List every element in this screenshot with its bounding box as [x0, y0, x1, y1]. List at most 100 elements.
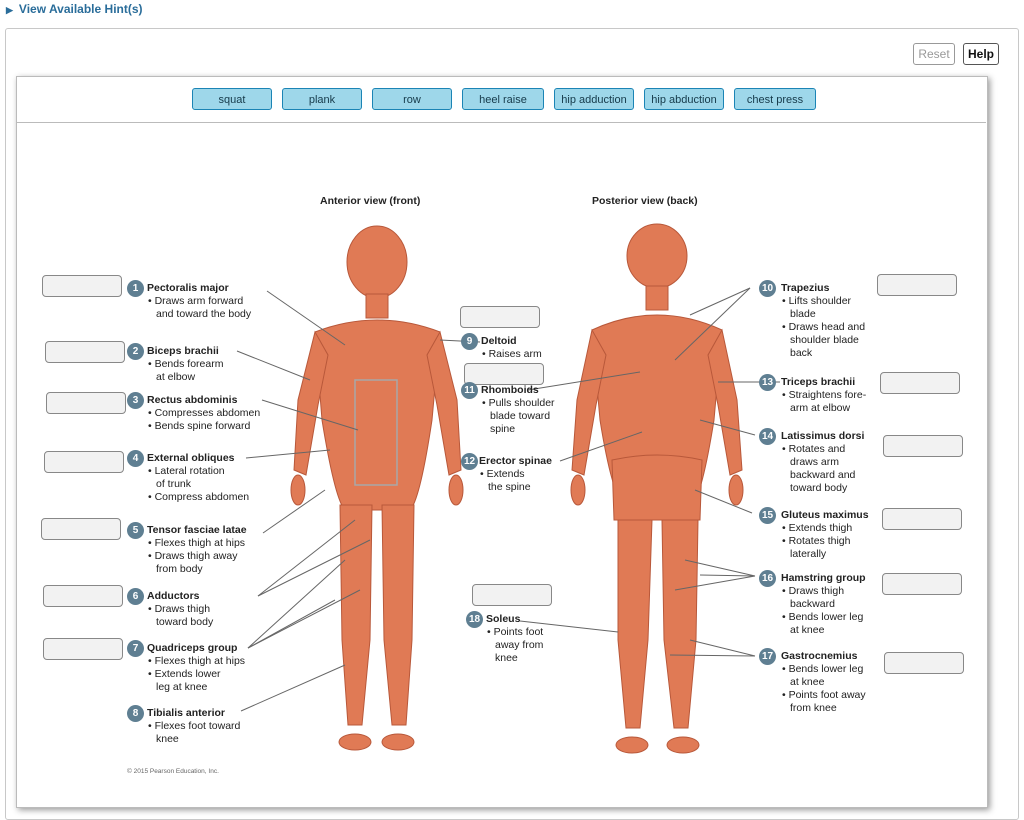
muscle-detail: blade toward [490, 410, 551, 422]
muscle-detail: toward body [156, 616, 214, 628]
badge-6: 6 [127, 588, 144, 605]
drop-target-4[interactable] [44, 451, 124, 473]
muscle-detail: • Lateral rotation [148, 465, 225, 477]
drop-target-9[interactable] [460, 306, 540, 328]
drop-target-7[interactable] [43, 638, 123, 660]
muscle-label-15: Gluteus maximus • Extends thigh • Rotate… [781, 509, 869, 561]
muscle-detail: • Draws thigh away [148, 550, 238, 562]
badge-18: 18 [466, 611, 483, 628]
muscle-name: Deltoid [481, 335, 517, 347]
drop-target-13[interactable] [880, 372, 960, 394]
caret-right-icon: ▶ [6, 5, 13, 15]
muscle-detail: leg at knee [156, 681, 208, 693]
muscle-label-11: Rhomboids • Pulls shoulder blade toward … [481, 384, 555, 436]
anterior-view-title: Anterior view (front) [320, 195, 421, 207]
muscle-label-6: Adductors • Draws thigh toward body [147, 590, 213, 629]
reset-button[interactable]: Reset [913, 43, 955, 65]
muscle-detail: • Straightens fore- [782, 389, 867, 401]
drop-target-10[interactable] [877, 274, 957, 296]
badge-10: 10 [759, 280, 776, 297]
chip-heel-raise[interactable]: heel raise [462, 88, 544, 110]
badge-17: 17 [759, 648, 776, 665]
chip-plank[interactable]: plank [282, 88, 362, 110]
muscle-label-2: Biceps brachii • Bends forearm at elbow [147, 345, 223, 384]
muscle-name: Soleus [486, 613, 521, 625]
muscle-detail: away from [495, 639, 544, 651]
drop-target-11[interactable] [464, 363, 544, 385]
muscle-name: Tensor fasciae latae [147, 524, 247, 536]
muscle-detail: • Rotates and [782, 443, 846, 455]
muscle-detail: • Pulls shoulder [482, 397, 555, 409]
muscle-detail: • Points foot away [782, 689, 866, 701]
muscle-detail: • Extends lower [148, 668, 221, 680]
muscle-detail: at elbow [156, 371, 196, 383]
muscle-detail: blade [790, 308, 816, 320]
help-button[interactable]: Help [963, 43, 999, 65]
drop-target-1[interactable] [42, 275, 122, 297]
muscle-detail: • Points foot [487, 626, 544, 638]
muscle-detail: from knee [790, 702, 837, 714]
drop-target-14[interactable] [883, 435, 963, 457]
muscle-detail: • Bends lower leg [782, 611, 864, 623]
muscle-name: Pectoralis major [147, 282, 229, 294]
muscle-name: Hamstring group [781, 572, 866, 584]
muscle-detail: • Lifts shoulder [782, 295, 852, 307]
badge-13: 13 [759, 374, 776, 391]
muscle-detail: • Compresses abdomen [148, 407, 261, 419]
muscle-label-10: Trapezius • Lifts shoulder blade • Draws… [781, 282, 865, 360]
muscle-detail: backward [790, 598, 835, 610]
labeling-canvas [16, 76, 988, 808]
drop-target-6[interactable] [43, 585, 123, 607]
muscle-detail: back [790, 347, 813, 359]
chip-row[interactable]: row [372, 88, 452, 110]
muscle-detail: • Rotates thigh [782, 535, 851, 547]
drop-target-18[interactable] [472, 584, 552, 606]
muscle-name: Trapezius [781, 282, 830, 294]
badge-7: 7 [127, 640, 144, 657]
chip-hip-abduction[interactable]: hip abduction [644, 88, 724, 110]
badge-3: 3 [127, 392, 144, 409]
muscle-name: Gluteus maximus [781, 509, 869, 521]
muscle-detail: • Extends [480, 468, 525, 480]
drop-target-5[interactable] [41, 518, 121, 540]
muscle-name: Erector spinae [479, 455, 552, 467]
chip-squat[interactable]: squat [192, 88, 272, 110]
muscle-detail: toward body [790, 482, 848, 494]
muscle-detail: • Draws thigh [782, 585, 845, 597]
muscle-detail: spine [490, 423, 516, 435]
badge-12: 12 [461, 453, 478, 470]
muscle-name: Rectus abdominis [147, 394, 238, 406]
muscle-detail: of trunk [156, 478, 192, 490]
badge-8: 8 [127, 705, 144, 722]
view-hints-link[interactable]: ▶View Available Hint(s) [6, 2, 143, 16]
chip-hip-adduction[interactable]: hip adduction [554, 88, 634, 110]
muscle-name: Rhomboids [481, 384, 539, 396]
badge-11: 11 [461, 382, 478, 399]
muscle-detail: knee [156, 733, 179, 745]
muscle-detail: at knee [790, 676, 825, 688]
muscle-detail: laterally [790, 548, 827, 560]
label-pool [16, 76, 986, 123]
muscle-detail: • Flexes thigh at hips [148, 537, 246, 549]
chip-chest-press[interactable]: chest press [734, 88, 816, 110]
badge-5: 5 [127, 522, 144, 539]
drop-target-16[interactable] [882, 573, 962, 595]
badge-15: 15 [759, 507, 776, 524]
muscle-detail: • Bends spine forward [148, 420, 251, 432]
muscle-label-17: Gastrocnemius • Bends lower leg at knee … [781, 650, 866, 715]
muscle-detail: • Compress abdomen [148, 491, 250, 503]
drop-target-17[interactable] [884, 652, 964, 674]
drop-target-3[interactable] [46, 392, 126, 414]
muscle-detail: and toward the body [156, 308, 252, 320]
badge-1: 1 [127, 280, 144, 297]
badge-16: 16 [759, 570, 776, 587]
drop-target-2[interactable] [45, 341, 125, 363]
muscle-detail: shoulder blade [790, 334, 859, 346]
muscle-label-16: Hamstring group • Draws thigh backward •… [781, 572, 866, 637]
muscle-name: Adductors [147, 590, 200, 602]
drop-target-15[interactable] [882, 508, 962, 530]
copyright-notice: © 2015 Pearson Education, Inc. [127, 768, 219, 775]
muscle-label-1: Pectoralis major • Draws arm forward and… [147, 282, 251, 321]
muscle-label-9: Deltoid • Raises arm [481, 335, 542, 361]
